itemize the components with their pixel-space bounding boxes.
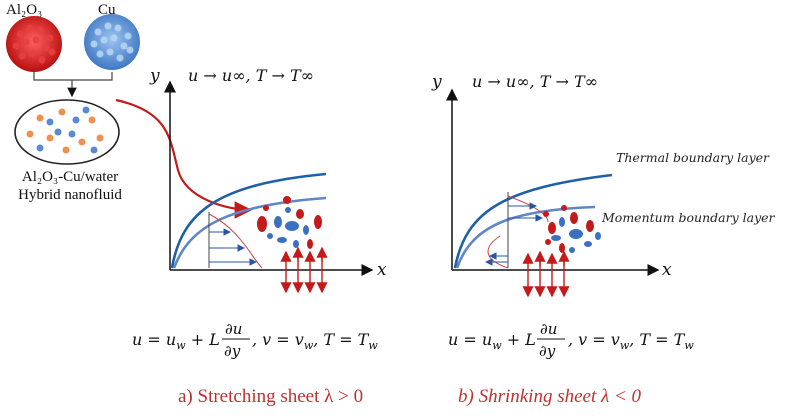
panel-b-plot: [446, 88, 660, 298]
panel-b-wall-bc-part1: u = uw + L: [448, 330, 536, 353]
panel-b-caption: b) Shrinking sheet λ < 0: [458, 386, 642, 407]
panel-b-particles: [543, 205, 601, 253]
panel-a-thermal-boundary-curve: [170, 172, 327, 269]
panel-a-y-axis-label: y: [150, 66, 160, 86]
panel-a-plot: [164, 80, 374, 294]
panel-a-freestream-condition: u → u∞, T → T∞: [188, 66, 314, 85]
panel-b-y-axis-label: y: [432, 72, 442, 92]
panel-a-wall-bc-fraction: ∂u ∂y: [222, 320, 250, 360]
cu-particle-cluster: [84, 14, 140, 70]
panel-b-bc-v-eq: , v = v: [568, 330, 620, 349]
panel-b-freestream-condition: u → u∞, T → T∞: [472, 72, 598, 91]
hybrid-caption-line1: Al₂O₃-Cu/water: [21, 169, 119, 185]
panel-b-momentum-boundary-curve: [455, 205, 596, 269]
panel-a-momentum-boundary-curve: [172, 196, 327, 269]
panel-a-bc-v-eq: , v = v: [252, 330, 304, 349]
panel-b-x-axis-label: x: [662, 260, 672, 280]
momentum-boundary-layer-label: Momentum boundary layer: [602, 210, 775, 225]
panel-a-bc-u-eq: u = u: [132, 330, 177, 349]
svg-text:∂u: ∂u: [540, 320, 557, 338]
panel-a-caption: a) Stretching sheet λ > 0: [178, 386, 364, 407]
flow-into-panel-arrow: [115, 98, 253, 219]
al2o3-particle-cluster: [6, 16, 62, 72]
panel-a-bc-t-eq: , T = T: [313, 330, 369, 349]
hybrid-caption-line2: Hybrid nanofluid: [18, 187, 122, 203]
panel-a-x-axis-label: x: [377, 260, 387, 280]
panel-b-wall-bc-part2: , v = vw, T = Tw: [568, 330, 694, 353]
hybrid-nanofluid-ellipse: [14, 99, 120, 165]
mixing-connector: [33, 72, 113, 98]
panel-a-particles: [257, 196, 322, 249]
hybrid-nanofluid-caption: Al₂O₃-Cu/water Hybrid nanofluid: [10, 168, 130, 204]
cu-label: Cu: [98, 2, 116, 18]
panel-b-bc-u-eq: u = u: [448, 330, 493, 349]
svg-text:∂y: ∂y: [539, 342, 556, 360]
al2o3-label: Al₂O₃: [6, 2, 43, 18]
thermal-boundary-layer-label: Thermal boundary layer: [616, 150, 770, 165]
panel-a-wall-bc-part2: , v = vw, T = Tw: [252, 330, 378, 353]
panel-b-bc-t-eq: , T = T: [629, 330, 685, 349]
panel-b-wall-bc-fraction: ∂u ∂y: [537, 320, 565, 360]
panel-a-wall-bc-part1: u = uw + L: [132, 330, 220, 353]
panel-b-thermal-boundary-curve: [453, 173, 613, 269]
svg-text:∂u: ∂u: [225, 320, 242, 338]
svg-text:∂y: ∂y: [224, 342, 241, 360]
